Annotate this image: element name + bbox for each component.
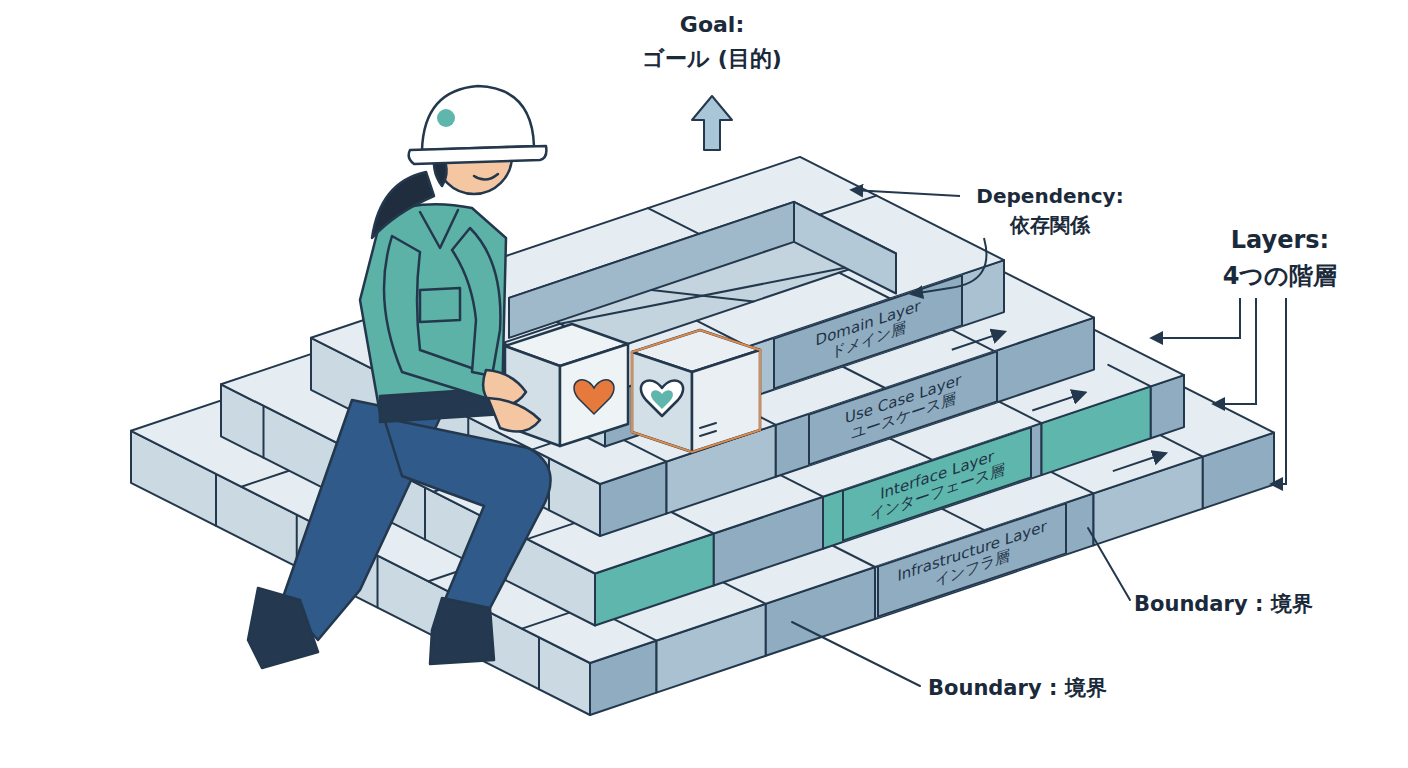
held-box-front xyxy=(560,344,628,446)
pocket xyxy=(420,288,460,322)
ledge-joint xyxy=(942,509,985,531)
ledge-joint xyxy=(890,438,933,460)
arm-front xyxy=(452,228,500,376)
ledge-joint xyxy=(781,475,824,497)
ledge-joint xyxy=(1108,365,1151,387)
helmet-logo xyxy=(437,109,455,127)
boundary-leader xyxy=(792,622,920,686)
flow-arrow xyxy=(1032,393,1084,411)
heart-outline xyxy=(641,380,683,416)
ledge-joint xyxy=(843,367,886,389)
rim-joint xyxy=(839,273,890,299)
ledge-joint xyxy=(833,546,876,568)
inner-wall xyxy=(509,202,794,338)
brick-joint xyxy=(263,406,265,458)
boot-front xyxy=(430,598,494,664)
ledge-joint xyxy=(614,619,657,641)
jeans-front-leg xyxy=(384,418,551,612)
collar xyxy=(420,210,458,248)
dependency-arrow xyxy=(852,190,960,196)
ledge-joint xyxy=(999,402,1042,424)
heart xyxy=(574,380,614,414)
dependency-arrow xyxy=(912,238,986,294)
boot-back xyxy=(248,588,318,668)
boundary-label: Boundary : 境界 xyxy=(1134,590,1313,618)
brick-joint xyxy=(538,637,540,689)
top-face xyxy=(401,157,1004,395)
dependency-label-ja: 依存関係 xyxy=(1010,212,1090,239)
box-side xyxy=(632,352,692,452)
ledge-joint xyxy=(522,613,570,629)
box-mark xyxy=(700,423,716,428)
flow-arrow xyxy=(1113,454,1165,472)
box-highlight xyxy=(632,330,760,452)
tier xyxy=(131,200,1274,715)
boundary-label: Boundary : 境界 xyxy=(928,674,1107,702)
helmet xyxy=(422,86,534,150)
heart-inner xyxy=(651,390,673,409)
layers-leader xyxy=(1152,298,1240,338)
goal-arrow xyxy=(692,96,732,150)
ledge-joint xyxy=(1160,435,1203,457)
left-face xyxy=(221,384,595,625)
ledge-joint xyxy=(242,471,290,487)
helmet-brim xyxy=(409,146,547,164)
goal-label-ja: ゴール (目的) xyxy=(642,44,782,74)
hand-back xyxy=(488,398,540,432)
inner-wall xyxy=(794,202,896,294)
brick-joint xyxy=(215,474,217,526)
brick-joint xyxy=(424,488,426,540)
flow-arrow xyxy=(952,332,1004,350)
dependency-label: Dependency: xyxy=(976,184,1123,208)
box-front xyxy=(692,350,760,452)
rim-joint xyxy=(820,196,877,215)
rim-joint xyxy=(648,208,699,234)
goal-label: Goal: xyxy=(680,12,744,37)
brick-joint xyxy=(377,556,379,608)
ledge-joint xyxy=(1051,472,1094,494)
ledge-joint xyxy=(723,582,766,604)
top-face xyxy=(131,200,1274,663)
layers-leader xyxy=(1272,298,1286,484)
layers-leader xyxy=(1214,298,1256,404)
layers-label-ja: 4つの階層 xyxy=(1223,260,1338,292)
boundary-leader xyxy=(1088,528,1130,600)
box-mark xyxy=(700,431,716,436)
ponytail xyxy=(372,172,434,238)
ledge-joint xyxy=(671,512,714,534)
floor-joint xyxy=(560,268,845,324)
smile xyxy=(474,174,498,180)
ledge-joint xyxy=(624,440,667,462)
layers-label: Layers: xyxy=(1231,226,1329,254)
